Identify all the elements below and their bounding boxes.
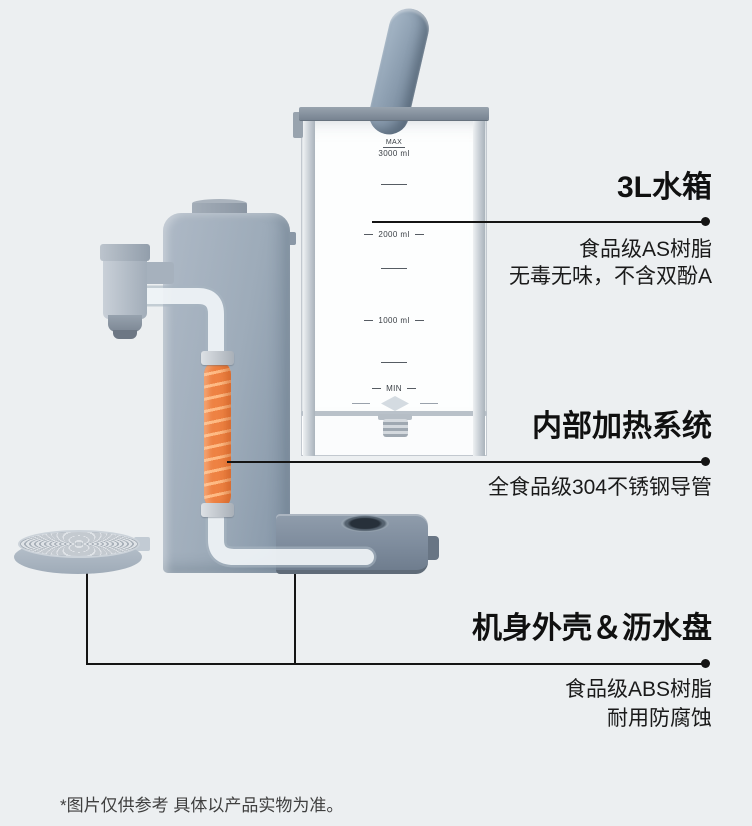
scale-max-block: MAX 3000 ml (334, 139, 454, 158)
scale-tick (381, 362, 407, 363)
base-side-tab (426, 536, 439, 560)
scale-dash (372, 388, 382, 389)
annotation-shell-desc-2: 耐用防腐蚀 (607, 707, 712, 730)
scale-max-label: MAX (385, 139, 403, 146)
machine-top-cap (192, 203, 247, 215)
scale-dash (406, 388, 416, 389)
annotation-heating-title: 内部加热系统 (532, 410, 712, 443)
annotation-heating-line (227, 461, 705, 463)
annotation-shell-title: 机身外壳＆沥水盘 (472, 612, 712, 645)
tank-frame-left (303, 118, 315, 456)
water-tank-body (301, 117, 487, 415)
annotation-tank-title: 3L水箱 (616, 171, 712, 204)
heating-coil (204, 361, 231, 509)
tank-valve-flange (378, 414, 412, 420)
coil-connector-bottom (201, 503, 234, 517)
annotation-tank-desc-2: 无毒无味，不含双酚A (508, 265, 712, 288)
annotation-shell-dot (701, 659, 710, 668)
annotation-tank-line (372, 221, 705, 223)
scale-min: MIN (334, 384, 454, 393)
scale-min-label: MIN (386, 384, 402, 393)
scale-dash (364, 234, 374, 235)
spout-arm (140, 262, 174, 284)
annotation-tank-dot (701, 217, 710, 226)
scale-max-value: 3000 ml (378, 149, 410, 158)
annotation-tank-desc-1: 食品级AS树脂 (578, 238, 712, 261)
annotation-base-vline (294, 570, 296, 664)
scale-level-1000-label: 1000 ml (378, 316, 410, 325)
spout-cap (100, 244, 150, 261)
spout-tip (113, 330, 137, 339)
scale-dash (414, 320, 424, 321)
tank-lid-clip (293, 112, 303, 138)
tank-bottom-rim (301, 411, 487, 416)
scale-level-2000: 2000 ml (334, 230, 454, 239)
tank-seat-hole (341, 515, 389, 532)
tank-lid-rim (299, 107, 489, 120)
scale-dash (364, 320, 374, 321)
annotation-shell-line (86, 663, 705, 665)
scale-tick (381, 184, 407, 185)
drip-tray-plate (18, 530, 140, 558)
scale-tick (381, 268, 407, 269)
tank-valve-stem (383, 419, 408, 437)
annotation-shell-desc-1: 食品级ABS树脂 (564, 678, 712, 701)
coil-connector-top (201, 351, 234, 365)
scale-level-2000-label: 2000 ml (378, 230, 410, 239)
annotation-tray-vline (86, 560, 88, 664)
annotation-heating-dot (701, 457, 710, 466)
annotation-heating-desc-1: 全食品级304不锈钢导管 (487, 476, 712, 499)
valve-tick-left (352, 403, 370, 404)
tank-frame-right (473, 118, 485, 456)
water-spout (103, 259, 147, 319)
scale-dash (414, 234, 424, 235)
disclaimer-text: *图片仅供参考 具体以产品实物为准。 (60, 796, 344, 815)
scale-max-line (383, 147, 405, 148)
valve-tick-right (420, 403, 438, 404)
tank-valve-diamond (381, 396, 409, 411)
scale-level-1000: 1000 ml (334, 316, 454, 325)
